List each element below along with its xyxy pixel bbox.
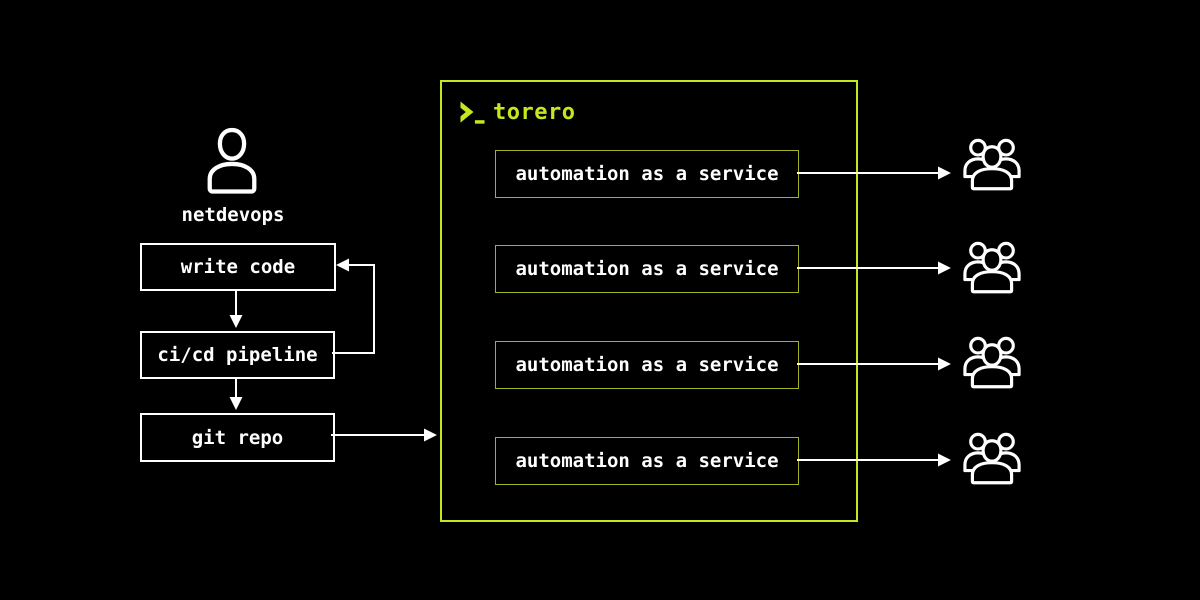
actor-label: netdevops <box>181 204 285 226</box>
torero-logo-text: torero <box>493 99 576 125</box>
person-icon <box>207 127 257 194</box>
users-group-icon <box>963 432 1021 485</box>
service-box-3: automation as a service <box>495 341 799 389</box>
torero-logo: torero <box>459 98 575 126</box>
service-box-1: automation as a service <box>495 150 799 198</box>
cicd-pipeline-box: ci/cd pipeline <box>140 331 335 379</box>
users-group-icon <box>963 241 1021 294</box>
git-repo-box: git repo <box>140 413 335 462</box>
service-box-2: automation as a service <box>495 245 799 293</box>
terminal-prompt-icon <box>460 100 485 124</box>
users-group-icon <box>963 336 1021 389</box>
service-box-4: automation as a service <box>495 437 799 485</box>
arrow-cicd-feedback-to-write-code <box>332 258 375 354</box>
users-group-icon <box>963 138 1021 191</box>
write-code-box: write code <box>140 243 336 291</box>
